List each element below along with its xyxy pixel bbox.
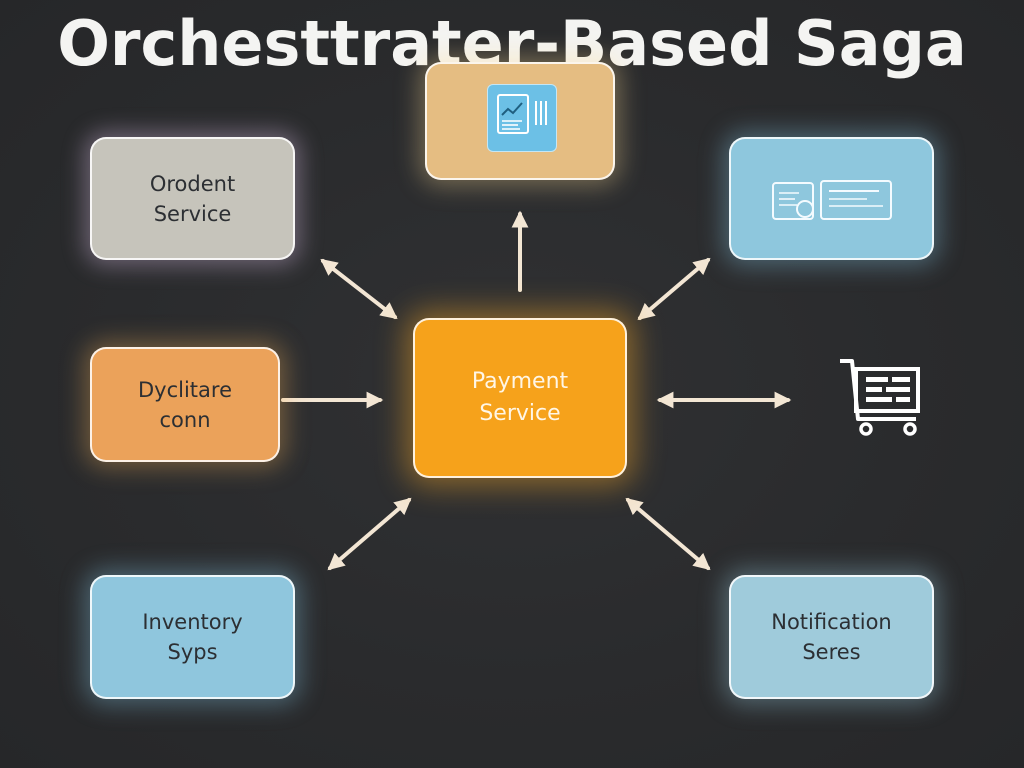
- notification-line1: Notification: [771, 610, 892, 634]
- dyclitare-node[interactable]: Dyclitare conn: [90, 347, 280, 462]
- inventory-line2: Syps: [167, 640, 218, 664]
- document-chart-icon: [487, 84, 557, 152]
- arrow-payment-inventory: [327, 497, 412, 571]
- dyclitare-line2: conn: [159, 407, 211, 432]
- payment-service-node[interactable]: Payment Service: [413, 318, 627, 478]
- arrow-payment-order: [320, 258, 398, 320]
- arrow-payment-card: [637, 257, 711, 321]
- notification-line2: Seres: [802, 640, 861, 664]
- payment-service-line2: Service: [479, 401, 561, 426]
- order-service-line1: Orodent: [149, 171, 236, 196]
- inventory-line1: Inventory: [142, 610, 243, 634]
- order-service-line2: Service: [153, 201, 232, 226]
- shopping-cart-icon[interactable]: [838, 355, 924, 437]
- credit-card-node[interactable]: [729, 137, 934, 260]
- inventory-node[interactable]: Inventory Syps: [90, 575, 295, 699]
- document-node[interactable]: [425, 62, 615, 180]
- payment-service-line1: Payment: [471, 369, 569, 394]
- dyclitare-line1: Dyclitare: [137, 377, 232, 402]
- notification-node[interactable]: Notification Seres: [729, 575, 934, 699]
- order-service-node[interactable]: Orodent Service: [90, 137, 295, 260]
- credit-card-icon: [771, 179, 895, 223]
- arrow-payment-notification: [625, 497, 711, 571]
